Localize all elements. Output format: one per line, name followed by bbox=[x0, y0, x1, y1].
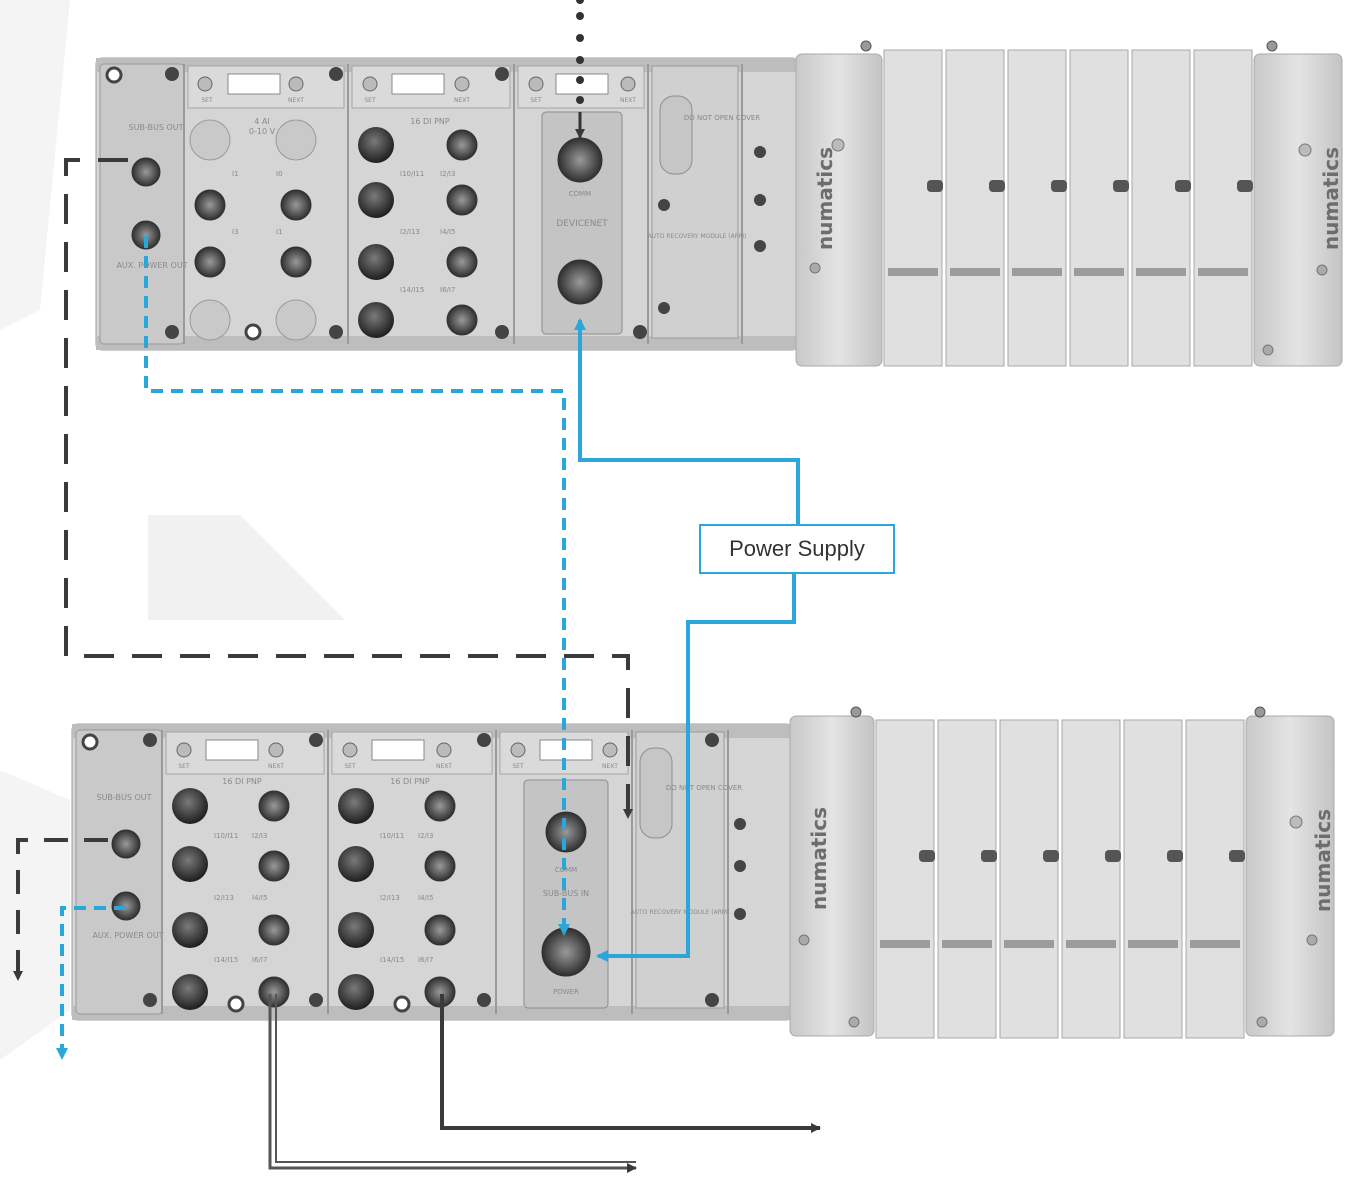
top-aux-power-out-label: AUX. POWER OUT bbox=[116, 261, 187, 270]
svg-text:I6/I7: I6/I7 bbox=[252, 956, 267, 964]
svg-text:I6/I7: I6/I7 bbox=[440, 286, 455, 294]
top-brand-left: numatics bbox=[813, 147, 837, 250]
top-arm-label: AUTO RECOVERY MODULE (ARM) bbox=[648, 233, 747, 240]
bottom-valve-manifold: numatics numatics bbox=[790, 707, 1335, 1038]
top-mod2-header: 16 DI PNP bbox=[410, 117, 450, 126]
svg-text:I1: I1 bbox=[232, 170, 239, 178]
svg-text:I10/I11: I10/I11 bbox=[400, 170, 424, 178]
svg-text:SET: SET bbox=[530, 97, 542, 104]
svg-text:NEXT: NEXT bbox=[620, 97, 636, 104]
bottom-brand-left: numatics bbox=[807, 807, 831, 910]
svg-text:SET: SET bbox=[178, 763, 190, 770]
svg-text:I6/I7: I6/I7 bbox=[418, 956, 433, 964]
top-subbus-out-label: SUB-BUS OUT bbox=[128, 123, 183, 132]
svg-text:NEXT: NEXT bbox=[288, 97, 304, 104]
svg-text:I2/I3: I2/I3 bbox=[418, 832, 433, 840]
svg-text:I1: I1 bbox=[276, 228, 283, 236]
svg-text:SET: SET bbox=[364, 97, 376, 104]
svg-text:I3: I3 bbox=[232, 228, 239, 236]
background-shape bbox=[0, 0, 70, 330]
svg-text:NEXT: NEXT bbox=[268, 763, 284, 770]
top-comm-label: COMM bbox=[569, 190, 591, 198]
bottom-brand-right: numatics bbox=[1311, 809, 1335, 912]
svg-text:I2/I13: I2/I13 bbox=[214, 894, 234, 902]
top-valve-manifold: numatics numatics bbox=[796, 41, 1343, 366]
power-line-top-route bbox=[580, 460, 798, 524]
bottom-power-label: POWER bbox=[553, 988, 579, 996]
top-brand-right: numatics bbox=[1319, 147, 1343, 250]
svg-text:I2/I13: I2/I13 bbox=[380, 894, 400, 902]
svg-text:I10/I11: I10/I11 bbox=[214, 832, 238, 840]
bottom-subbus-out-label: SUB-BUS OUT bbox=[96, 793, 151, 802]
background-shape bbox=[148, 515, 345, 620]
top-devicenet-port bbox=[558, 260, 602, 304]
svg-text:I2/I3: I2/I3 bbox=[252, 832, 267, 840]
svg-text:I0: I0 bbox=[276, 170, 283, 178]
power-supply-text: Power Supply bbox=[729, 536, 865, 562]
top-io-unit: SUB-BUS OUT AUX. POWER OUT SET NEXT 4 AI… bbox=[96, 58, 798, 350]
svg-text:SET: SET bbox=[201, 97, 213, 104]
background-shape bbox=[0, 770, 70, 1060]
svg-text:I14/I15: I14/I15 bbox=[214, 956, 238, 964]
top-devicenet-label: DEVICENET bbox=[556, 219, 608, 229]
svg-text:NEXT: NEXT bbox=[436, 763, 452, 770]
bottom-io-unit: SUB-BUS OUT AUX. POWER OUT SET NEXT 16 D… bbox=[72, 724, 792, 1020]
svg-text:I4/I5: I4/I5 bbox=[440, 228, 455, 236]
svg-text:NEXT: NEXT bbox=[454, 97, 470, 104]
bottom-aux-power-out-label: AUX. POWER OUT bbox=[92, 931, 163, 940]
bottom-power-port bbox=[542, 928, 590, 976]
svg-text:SET: SET bbox=[344, 763, 356, 770]
top-comm-port bbox=[558, 138, 602, 182]
bottom-subbus-out-port bbox=[112, 830, 140, 858]
bottom-do-not-open: DO NOT OPEN COVER bbox=[666, 784, 742, 792]
top-subbus-out-port bbox=[132, 158, 160, 186]
svg-text:16 DI PNP: 16 DI PNP bbox=[390, 777, 430, 786]
svg-text:I4/I5: I4/I5 bbox=[252, 894, 267, 902]
bottom-subbus-in-label: SUB-BUS IN bbox=[543, 889, 589, 898]
svg-text:I10/I11: I10/I11 bbox=[380, 832, 404, 840]
top-mod1-range: 0-10 V bbox=[249, 127, 276, 136]
top-mod1-type: 4 AI bbox=[254, 117, 269, 126]
svg-text:I4/I5: I4/I5 bbox=[418, 894, 433, 902]
svg-text:I2/I3: I2/I3 bbox=[440, 170, 455, 178]
svg-text:SET: SET bbox=[512, 763, 524, 770]
svg-text:I14/I15: I14/I15 bbox=[380, 956, 404, 964]
svg-text:I14/I15: I14/I15 bbox=[400, 286, 424, 294]
svg-text:NEXT: NEXT bbox=[602, 763, 618, 770]
mount-hole bbox=[107, 68, 121, 82]
bottom-arm-label: AUTO RECOVERY MODULE (ARM) bbox=[631, 909, 730, 916]
power-supply-label: Power Supply bbox=[699, 524, 895, 574]
svg-text:16 DI PNP: 16 DI PNP bbox=[222, 777, 262, 786]
svg-text:I2/I13: I2/I13 bbox=[400, 228, 420, 236]
top-do-not-open: DO NOT OPEN COVER bbox=[684, 114, 760, 122]
